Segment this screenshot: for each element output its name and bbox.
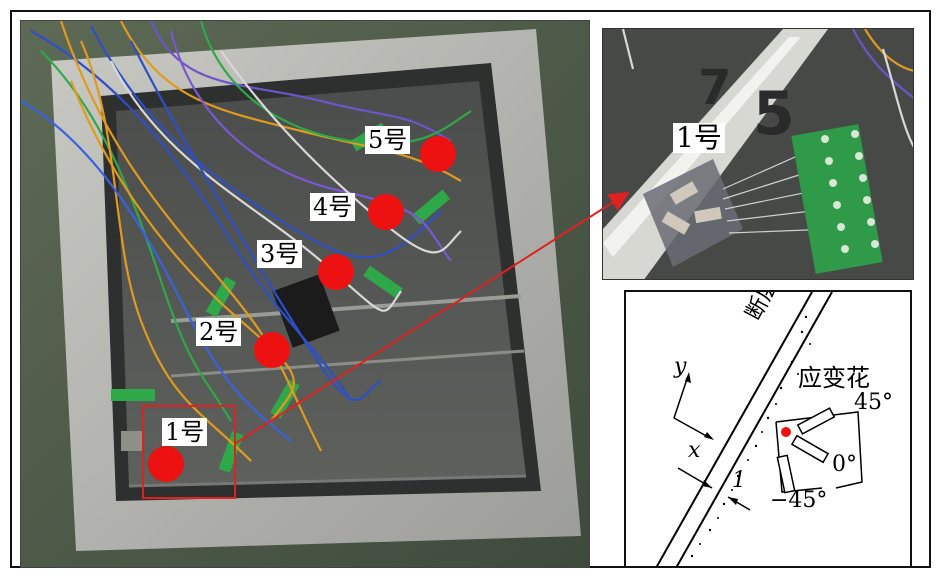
highlight-box [142, 405, 236, 499]
axis-x-label: x [688, 438, 701, 463]
marker-label-5: 5号 [365, 126, 411, 154]
marker-dot-4 [368, 194, 404, 230]
marker-dot-1 [148, 446, 184, 482]
marker-dot-2 [254, 332, 290, 368]
marker-label-2: 2号 [196, 318, 242, 346]
svg-text:5: 5 [753, 79, 795, 149]
angle-0-label: 0° [832, 452, 857, 477]
marker-label-3: 3号 [257, 240, 303, 268]
zoom-marker-label: 1号 [673, 123, 725, 153]
angle-neg45-label: −45° [770, 488, 828, 513]
rosette-label: 应变花 [798, 364, 870, 392]
svg-text:7: 7 [698, 60, 731, 116]
marker-label-4: 4号 [310, 193, 356, 221]
schematic-diagram: 断层 应变花 y x 1 45° 0° −45° [624, 290, 912, 568]
marker-label-1: 1号 [162, 418, 208, 446]
zoom-photo-image: 7 5 [603, 29, 913, 279]
schematic-drawing [655, 292, 863, 566]
angle-45-label: 45° [854, 390, 893, 415]
zoom-photo: 7 5 1号 [602, 28, 914, 280]
marker-dot-5 [420, 136, 456, 172]
marker-dot-3 [318, 254, 354, 290]
distance-label: 1 [732, 468, 746, 493]
axis-y-label: y [674, 354, 687, 379]
